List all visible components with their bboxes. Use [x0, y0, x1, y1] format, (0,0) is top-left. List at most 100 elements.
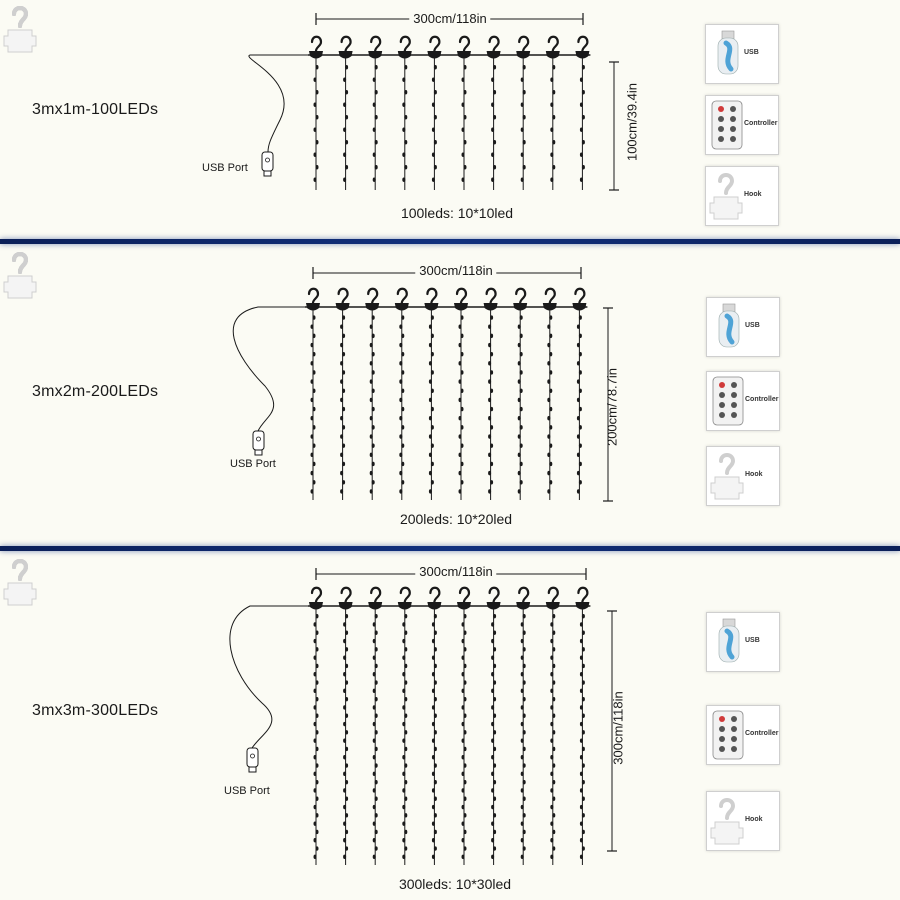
led-bulb — [312, 333, 316, 339]
led-bulb — [313, 622, 317, 627]
led-bulb — [374, 730, 378, 735]
led-bulb — [493, 115, 497, 120]
led-bulb — [404, 730, 408, 735]
led-bulb — [520, 771, 524, 777]
led-bulb — [345, 680, 349, 685]
led-bulb — [552, 115, 556, 120]
led-bulb — [369, 361, 373, 366]
led-bulb — [312, 461, 316, 467]
led-bulb — [581, 696, 585, 702]
led-bulb — [547, 434, 551, 439]
led-bulb — [520, 177, 524, 182]
led-bulb — [461, 102, 465, 107]
led-bulb — [343, 77, 347, 82]
led-bulb — [399, 470, 403, 476]
led-bulb — [343, 821, 347, 826]
led-bulb — [522, 829, 526, 835]
led-bulb — [493, 730, 497, 735]
led-bulb — [579, 688, 583, 694]
hook-icon — [3, 6, 353, 59]
led-bulb — [458, 324, 462, 329]
led-bulb — [402, 838, 406, 843]
hook-accessory-thumbnail: Hook — [706, 446, 780, 506]
led-bulb — [491, 77, 495, 82]
led-bulb — [550, 821, 554, 826]
led-bulb — [493, 630, 497, 635]
led-bulb — [402, 688, 406, 694]
led-bulb — [520, 655, 524, 660]
led-bulb — [461, 804, 465, 810]
led-bulb — [552, 663, 556, 669]
led-bulb — [372, 838, 376, 843]
led-bulb — [522, 165, 526, 170]
led-bulb — [493, 647, 497, 652]
led-bulb — [315, 730, 319, 735]
led-bulb — [371, 388, 375, 393]
led-bulb — [431, 688, 435, 694]
led-bulb — [343, 721, 347, 727]
led-bulb — [461, 177, 465, 182]
led-bulb — [550, 804, 554, 810]
led-bulb — [315, 115, 319, 120]
led-bulb — [431, 655, 435, 660]
led-bulb — [310, 452, 314, 458]
led-bulb — [374, 613, 378, 619]
led-bulb — [431, 127, 435, 132]
led-bulb — [428, 379, 432, 384]
led-bulb — [433, 165, 437, 170]
led-bulb — [402, 102, 406, 107]
led-bulb — [315, 165, 319, 170]
hook-icon — [3, 252, 380, 311]
led-bulb — [581, 165, 585, 170]
hook-accessory-thumbnail: Hook — [706, 791, 780, 851]
led-bulb — [315, 813, 319, 818]
led-bulb — [343, 127, 347, 132]
led-bulb — [520, 821, 524, 826]
led-bulb — [522, 90, 526, 95]
led-bulb — [402, 152, 406, 157]
led-bulb — [547, 416, 551, 421]
led-bulb — [430, 333, 434, 339]
led-bulb — [345, 829, 349, 835]
led-bulb — [520, 721, 524, 727]
hook-icon — [3, 252, 320, 311]
led-bulb — [549, 461, 553, 467]
led-bulb — [491, 152, 495, 157]
led-bulb — [343, 672, 347, 677]
led-bulb — [463, 796, 467, 801]
led-bulb — [493, 746, 497, 752]
led-bulb — [552, 647, 556, 652]
led-bulb — [581, 829, 585, 835]
led-bulb — [312, 370, 316, 375]
led-bulb — [404, 140, 408, 145]
led-bulb — [461, 127, 465, 132]
led-bulb — [550, 755, 554, 760]
led-bulb — [431, 771, 435, 777]
led-bulb — [579, 102, 583, 107]
panel-3mx1m: 3mx1m-100LEDs USB Port 300cm/118in 100cm… — [0, 0, 900, 238]
led-bulb — [371, 425, 375, 430]
led-bulb — [579, 755, 583, 760]
led-bulb — [399, 397, 403, 403]
led-bulb — [401, 461, 405, 467]
led-bulb — [374, 763, 378, 768]
hook-icon — [3, 252, 468, 311]
led-bulb — [315, 713, 319, 718]
led-bulb — [374, 65, 378, 70]
led-bulb — [310, 361, 314, 366]
led-bulb — [491, 102, 495, 107]
led-bulb — [579, 721, 583, 727]
led-bulb — [461, 77, 465, 82]
usb-stick-icon — [717, 30, 739, 75]
led-bulb — [401, 388, 405, 393]
led-bulb — [522, 713, 526, 718]
led-bulb — [428, 470, 432, 476]
led-bulb — [522, 647, 526, 652]
led-bulb — [519, 443, 523, 448]
led-bulb — [552, 630, 556, 635]
led-bulb — [315, 140, 319, 145]
model-label: 3mx2m-200LEDs — [32, 383, 159, 400]
led-bulb — [488, 489, 492, 494]
led-bulb — [310, 489, 314, 494]
led-bulb — [517, 361, 521, 366]
